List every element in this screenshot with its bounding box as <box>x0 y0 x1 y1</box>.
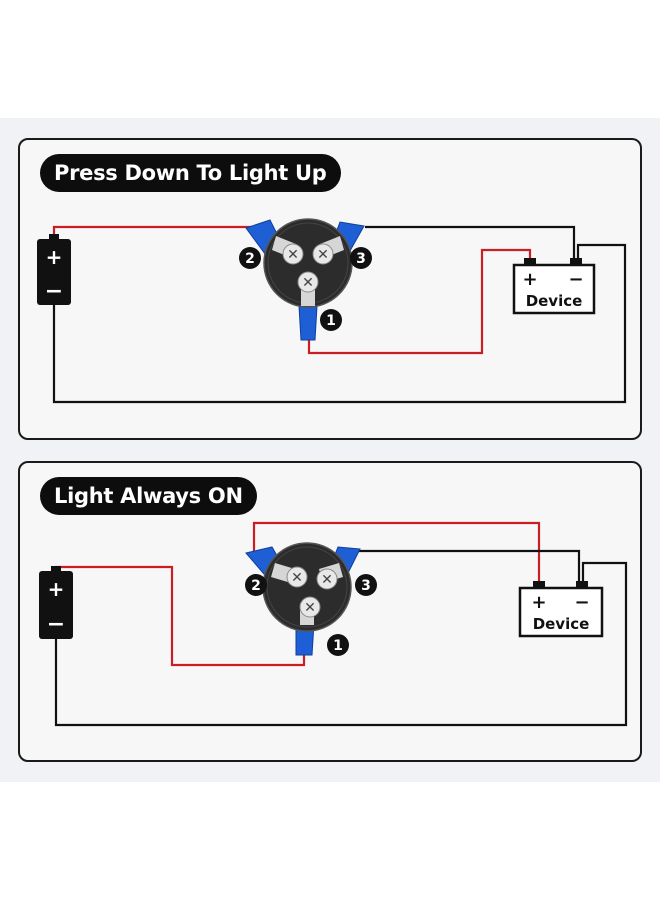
battery-minus-sign: − <box>45 279 63 304</box>
negative-wire-battery-to-device <box>54 561 628 727</box>
svg-text:✕: ✕ <box>321 572 333 588</box>
svg-text:✕: ✕ <box>287 247 299 263</box>
battery-icon: + − <box>37 234 71 305</box>
svg-text:✕: ✕ <box>302 275 314 291</box>
wiring-diagram-always-on: + − ✕ ✕ ✕ 2 3 <box>39 521 628 727</box>
pin-1-label: 1 <box>320 309 342 331</box>
svg-text:✕: ✕ <box>304 600 316 616</box>
svg-text:3: 3 <box>356 251 366 267</box>
switch-icon: ✕ ✕ ✕ <box>245 218 365 341</box>
svg-text:✕: ✕ <box>317 247 329 263</box>
svg-text:1: 1 <box>333 638 343 654</box>
device-label: Device <box>526 292 583 310</box>
wiring-panel-momentary: + − ✕ ✕ ✕ 2 3 <box>18 138 642 440</box>
pin-3-label: 3 <box>350 247 372 269</box>
pin-3-label: 3 <box>355 574 377 596</box>
svg-text:3: 3 <box>361 578 371 594</box>
device-box: + − Device <box>518 581 604 638</box>
pin-2-label: 2 <box>245 574 267 596</box>
device-plus-sign: + <box>531 592 546 613</box>
panel-title: Press Down To Light Up <box>40 154 341 192</box>
svg-text:✕: ✕ <box>291 570 303 586</box>
wire-pin3-to-device-negative <box>352 549 581 581</box>
pin-2-label: 2 <box>239 247 261 269</box>
device-box: + − Device <box>512 258 596 315</box>
wiring-panel-always-on: + − ✕ ✕ ✕ 2 3 <box>18 461 642 762</box>
battery-plus-sign: + <box>46 245 63 269</box>
device-label: Device <box>533 615 590 633</box>
pin-1-label: 1 <box>327 634 349 656</box>
device-plus-sign: + <box>522 269 537 290</box>
negative-wire-battery-to-device <box>52 243 627 404</box>
device-minus-sign: − <box>568 269 583 290</box>
panel-title: Light Always ON <box>40 477 257 515</box>
positive-wire-battery-to-pin2 <box>52 225 252 236</box>
battery-minus-sign: − <box>47 612 65 637</box>
wiring-diagram-momentary: + − ✕ ✕ ✕ 2 3 <box>37 218 627 404</box>
device-minus-sign: − <box>574 592 589 613</box>
svg-text:2: 2 <box>245 251 255 267</box>
switch-icon: ✕ ✕ ✕ <box>245 542 361 656</box>
wire-pin3-to-device-negative <box>365 225 576 258</box>
svg-text:1: 1 <box>326 313 336 329</box>
svg-text:2: 2 <box>251 578 261 594</box>
battery-icon: + − <box>39 566 73 639</box>
battery-plus-sign: + <box>48 577 65 601</box>
positive-wire-pin1-to-device <box>307 248 532 355</box>
